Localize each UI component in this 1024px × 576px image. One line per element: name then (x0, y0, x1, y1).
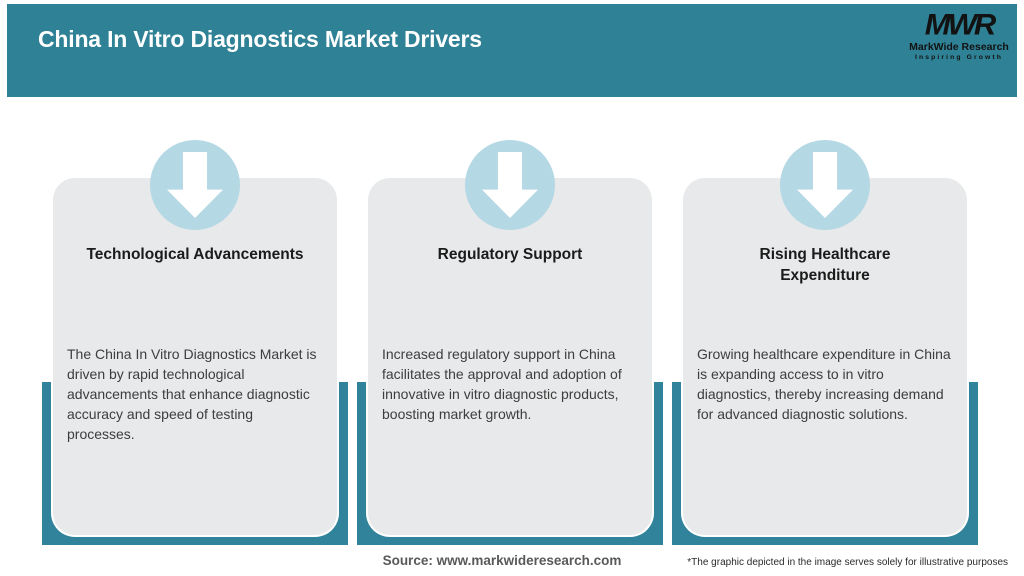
markwide-logo: MWR MarkWide Research Inspiring Growth (909, 9, 1009, 62)
down-arrow-icon (150, 140, 240, 230)
header-bar: China In Vitro Diagnostics Market Driver… (7, 4, 1017, 97)
driver-card-group: Rising Healthcare Expenditure Growing he… (672, 0, 978, 576)
down-arrow-glyph (167, 152, 223, 218)
down-arrow-glyph (797, 152, 853, 218)
down-arrow-glyph (482, 152, 538, 218)
card-description: The China In Vitro Diagnostics Market is… (67, 346, 317, 442)
driver-card-group: Technological Advancements The China In … (42, 0, 348, 576)
logo-company-name: MarkWide Research (909, 41, 1009, 53)
logo-acronym: MWR (924, 7, 996, 42)
card-title: Rising Healthcare Expenditure (759, 246, 891, 284)
card-description: Increased regulatory support in China fa… (382, 346, 622, 422)
down-arrow-icon (465, 140, 555, 230)
page-title: China In Vitro Diagnostics Market Driver… (38, 26, 482, 52)
card-title: Technological Advancements (86, 246, 304, 263)
card-description: Growing healthcare expenditure in China … (697, 346, 951, 422)
driver-card: Technological Advancements The China In … (53, 178, 337, 535)
disclaimer-note: *The graphic depicted in the image serve… (687, 557, 1008, 568)
driver-card: Regulatory Support Increased regulatory … (368, 178, 652, 535)
down-arrow-icon (780, 140, 870, 230)
driver-card: Rising Healthcare Expenditure Growing he… (683, 178, 967, 535)
logo-tagline: Inspiring Growth (915, 54, 1003, 61)
card-title: Regulatory Support (437, 246, 583, 263)
driver-card-group: Regulatory Support Increased regulatory … (357, 0, 663, 576)
source-credit: Source: www.markwideresearch.com (382, 553, 622, 568)
